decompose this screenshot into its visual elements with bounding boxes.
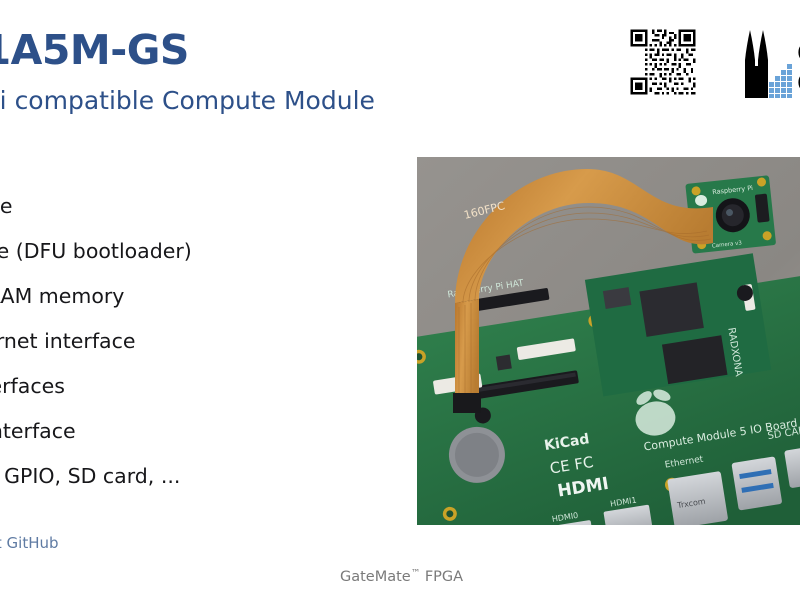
footer-product: GateMate™ FPGA (340, 568, 463, 585)
feature-item-pcie: ▪PCIe interface (0, 194, 430, 218)
footer-product-suffix: FPGA (420, 569, 464, 585)
feature-item-label: LPDDR4 SDRAM memory (0, 284, 125, 308)
footer-product-name: GateMate (340, 569, 411, 585)
footer-company: Cologne Chip AG (0, 568, 370, 584)
feature-item-mipi: ▪Two MIPI interfaces (0, 374, 430, 398)
svg-text:HDMI0: HDMI0 (551, 511, 579, 524)
feature-item-memory: ▪LPDDR4 SDRAM memory (0, 284, 430, 308)
feature-item-label: Two MIPI interfaces (0, 374, 65, 398)
svg-text:HDMI1: HDMI1 (610, 496, 638, 509)
feature-item-usb: ▪USB interface (DFU bootloader) (0, 239, 430, 263)
feature-item-ethernet: ▪Gigabit ethernet interface (0, 329, 430, 353)
github-repository-link[interactable]: Project repository at GitHub (0, 534, 59, 552)
svg-text:KiCad: KiCad (543, 431, 590, 454)
board-photo-image: RADXONA (417, 157, 800, 525)
logo-wordmark-line1: Co (797, 36, 800, 69)
fpc-ribbon-cable (455, 169, 713, 303)
feature-item-hdmi: ▪Dual HDMI interface (0, 419, 430, 443)
feature-item-label: Dual HDMI interface (0, 419, 76, 443)
feature-item-label: Raspberry Pi GPIO, SD card, ... (0, 464, 181, 488)
pixel-grid-icon (769, 64, 792, 98)
cologne-chip-logo[interactable]: Co Ch (737, 26, 800, 98)
feature-list-heading: Features (0, 146, 430, 162)
feature-item-label: USB interface (DFU bootloader) (0, 239, 192, 263)
cm5-io-board-photo: RADXONA (417, 157, 800, 525)
feature-item-gpio: ▪Raspberry Pi GPIO, SD card, ... (0, 464, 430, 488)
qr-code[interactable] (628, 27, 698, 97)
trademark-icon: ™ (410, 568, 421, 579)
slide-subtitle: Raspberry Pi compatible Compute Module (0, 86, 375, 115)
feature-item-label: PCIe interface (0, 194, 13, 218)
qr-code-image (628, 27, 698, 97)
slide-title: CCGM1A5M-GS (0, 26, 189, 74)
svg-text:Camera v3: Camera v3 (712, 240, 743, 249)
feature-item-label: Gigabit ethernet interface (0, 329, 136, 353)
logo-wordmark-line2: Ch (797, 66, 800, 98)
cologne-chip-logo-image: Co Ch (745, 30, 800, 98)
